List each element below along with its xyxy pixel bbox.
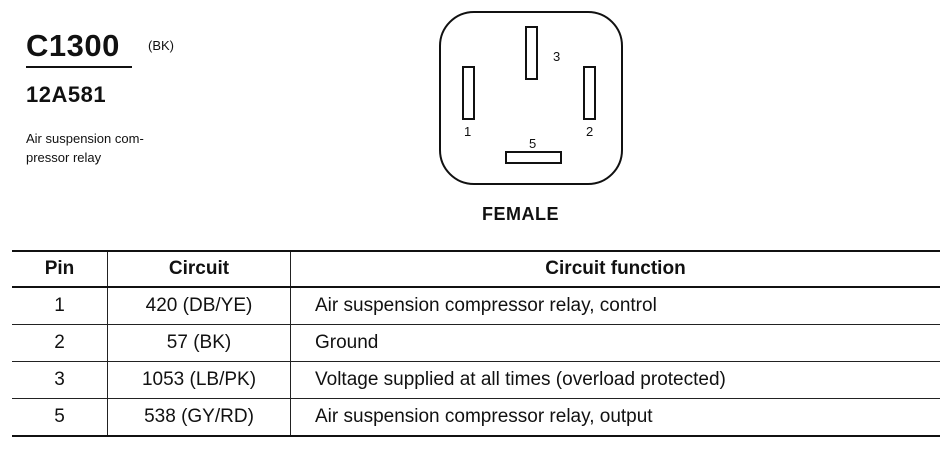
row-function: Voltage supplied at all times (overload … bbox=[290, 361, 940, 399]
header-circuit-function: Circuit function bbox=[290, 250, 940, 288]
row-pin: 1 bbox=[12, 286, 108, 325]
connector-description: Air suspension com- pressor relay bbox=[26, 131, 144, 165]
pin-2-label: 2 bbox=[586, 124, 593, 139]
connector-color: (BK) bbox=[148, 38, 174, 53]
header-pin: Pin bbox=[12, 250, 108, 288]
row-pin: 3 bbox=[12, 361, 108, 399]
pin-5-slot bbox=[505, 151, 562, 164]
table-header-row: Pin Circuit Circuit function bbox=[12, 250, 940, 288]
table-row: 2 57 (BK) Ground bbox=[12, 324, 940, 362]
table-row: 3 1053 (LB/PK) Voltage supplied at all t… bbox=[12, 361, 940, 399]
pin-3-label: 3 bbox=[553, 49, 560, 64]
row-circuit: 420 (DB/YE) bbox=[107, 286, 291, 325]
pin-1-slot bbox=[462, 66, 475, 120]
table-row: 1 420 (DB/YE) Air suspension compressor … bbox=[12, 286, 940, 325]
pin-5-label: 5 bbox=[529, 136, 536, 151]
connector-face-diagram: 3 1 2 5 bbox=[439, 11, 623, 185]
table-row: 5 538 (GY/RD) Air suspension compressor … bbox=[12, 398, 940, 437]
title-underline bbox=[26, 66, 132, 68]
row-pin: 2 bbox=[12, 324, 108, 362]
row-function: Ground bbox=[290, 324, 940, 362]
connector-gender: FEMALE bbox=[482, 204, 559, 224]
pin-table: Pin Circuit Circuit function 1 420 (DB/Y… bbox=[12, 250, 940, 437]
row-function: Air suspension compressor relay, control bbox=[290, 286, 940, 325]
connector-outline bbox=[439, 11, 623, 185]
pin-2-slot bbox=[583, 66, 596, 120]
row-circuit: 57 (BK) bbox=[107, 324, 291, 362]
row-pin: 5 bbox=[12, 398, 108, 437]
part-number: 12A581 bbox=[26, 82, 107, 107]
pin-3-slot bbox=[525, 26, 538, 80]
row-circuit: 1053 (LB/PK) bbox=[107, 361, 291, 399]
row-function: Air suspension compressor relay, output bbox=[290, 398, 940, 437]
pin-1-label: 1 bbox=[464, 124, 471, 139]
row-circuit: 538 (GY/RD) bbox=[107, 398, 291, 437]
connector-id: C1300 bbox=[26, 28, 120, 63]
header-circuit: Circuit bbox=[107, 250, 291, 288]
